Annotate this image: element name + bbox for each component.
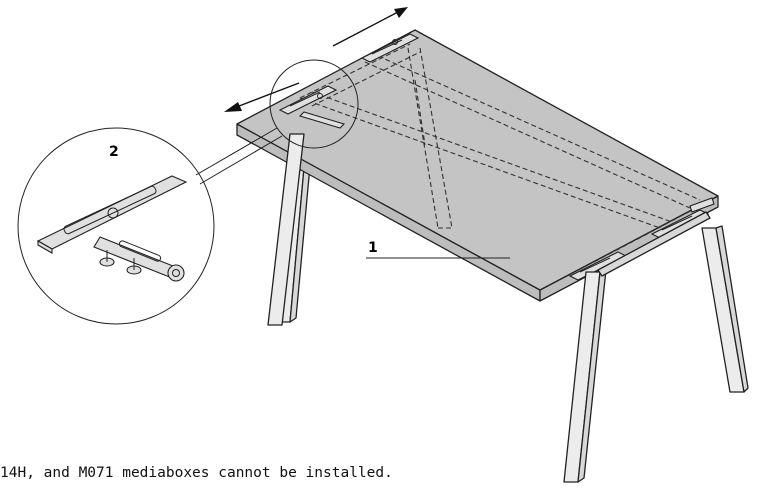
callout-1-text: 1 bbox=[368, 240, 378, 256]
side-rail bbox=[597, 211, 711, 277]
bracket-detail-location bbox=[278, 85, 346, 129]
tabletop bbox=[236, 29, 719, 302]
back-right-leg bbox=[701, 225, 749, 393]
front-left-leg bbox=[267, 133, 305, 326]
bracket-front-right bbox=[568, 197, 715, 281]
detail-magnifier-small bbox=[269, 59, 359, 149]
slide-arrow-back bbox=[332, 7, 408, 47]
callout-2-text: 2 bbox=[109, 144, 119, 160]
front-right-leg bbox=[563, 269, 607, 483]
detail-leader-lines bbox=[195, 127, 283, 185]
slide-arrow-front bbox=[224, 82, 300, 112]
detail-magnifier-large bbox=[17, 127, 215, 325]
callout-label-1: 1 bbox=[366, 240, 510, 259]
bracket-back bbox=[360, 33, 420, 63]
caption-text: 14H, and M071 mediaboxes cannot be insta… bbox=[0, 465, 393, 481]
